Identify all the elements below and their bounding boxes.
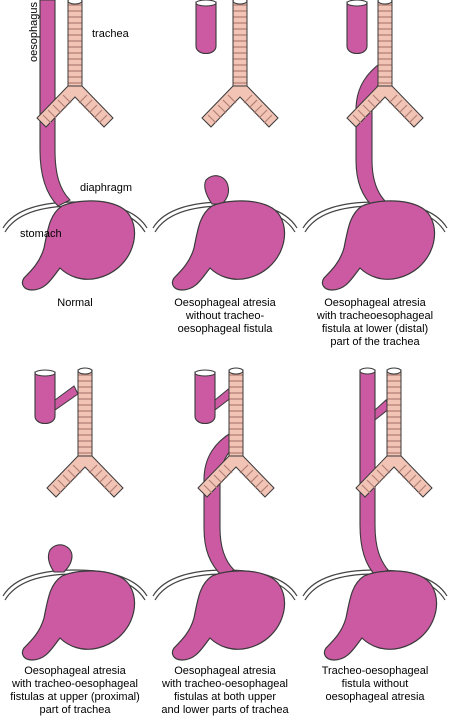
- stomach: [171, 570, 286, 661]
- oesophagus-label: oesophagus: [28, 2, 40, 62]
- panel-normal: [2, 0, 148, 291]
- stomach: [21, 570, 136, 661]
- trachea: [46, 367, 124, 498]
- upper-pouch: [34, 369, 56, 425]
- caption-atresia-no-fistula: Oesophageal atresia without tracheo- oes…: [174, 297, 276, 335]
- panel-proximal-fistula: [2, 367, 148, 661]
- stomach: [21, 200, 136, 291]
- panel-atresia-no-fistula: [152, 0, 298, 291]
- proximal-fistula: [54, 385, 79, 411]
- upper-pouch: [195, 0, 217, 55]
- caption-h-type-fistula: Tracheo-oesophageal fistula without oeso…: [321, 665, 429, 703]
- upper-pouch: [194, 369, 216, 425]
- panel-double-fistula: [152, 367, 298, 661]
- caption-distal-fistula: Oesophageal atresia with tracheoesophage…: [316, 297, 434, 348]
- diaphragm-label: diaphragm: [80, 182, 132, 194]
- caption-double-fistula: Oesophageal atresia with tracheo-oesopha…: [161, 665, 289, 716]
- upper-pouch: [346, 0, 368, 55]
- panel-distal-fistula: [302, 0, 448, 291]
- panel-h-type-fistula: [302, 367, 448, 661]
- lower-oesophagus: [47, 544, 73, 573]
- stomach-label: stomach: [20, 228, 62, 240]
- stomach: [321, 200, 436, 291]
- trachea-label: trachea: [92, 28, 129, 40]
- caption-proximal-fistula: Oesophageal atresia with tracheo-oesopha…: [10, 665, 140, 716]
- lower-oesophagus: [204, 175, 230, 205]
- stomach: [171, 200, 286, 291]
- caption-normal: Normal: [57, 297, 93, 309]
- stomach: [323, 570, 438, 661]
